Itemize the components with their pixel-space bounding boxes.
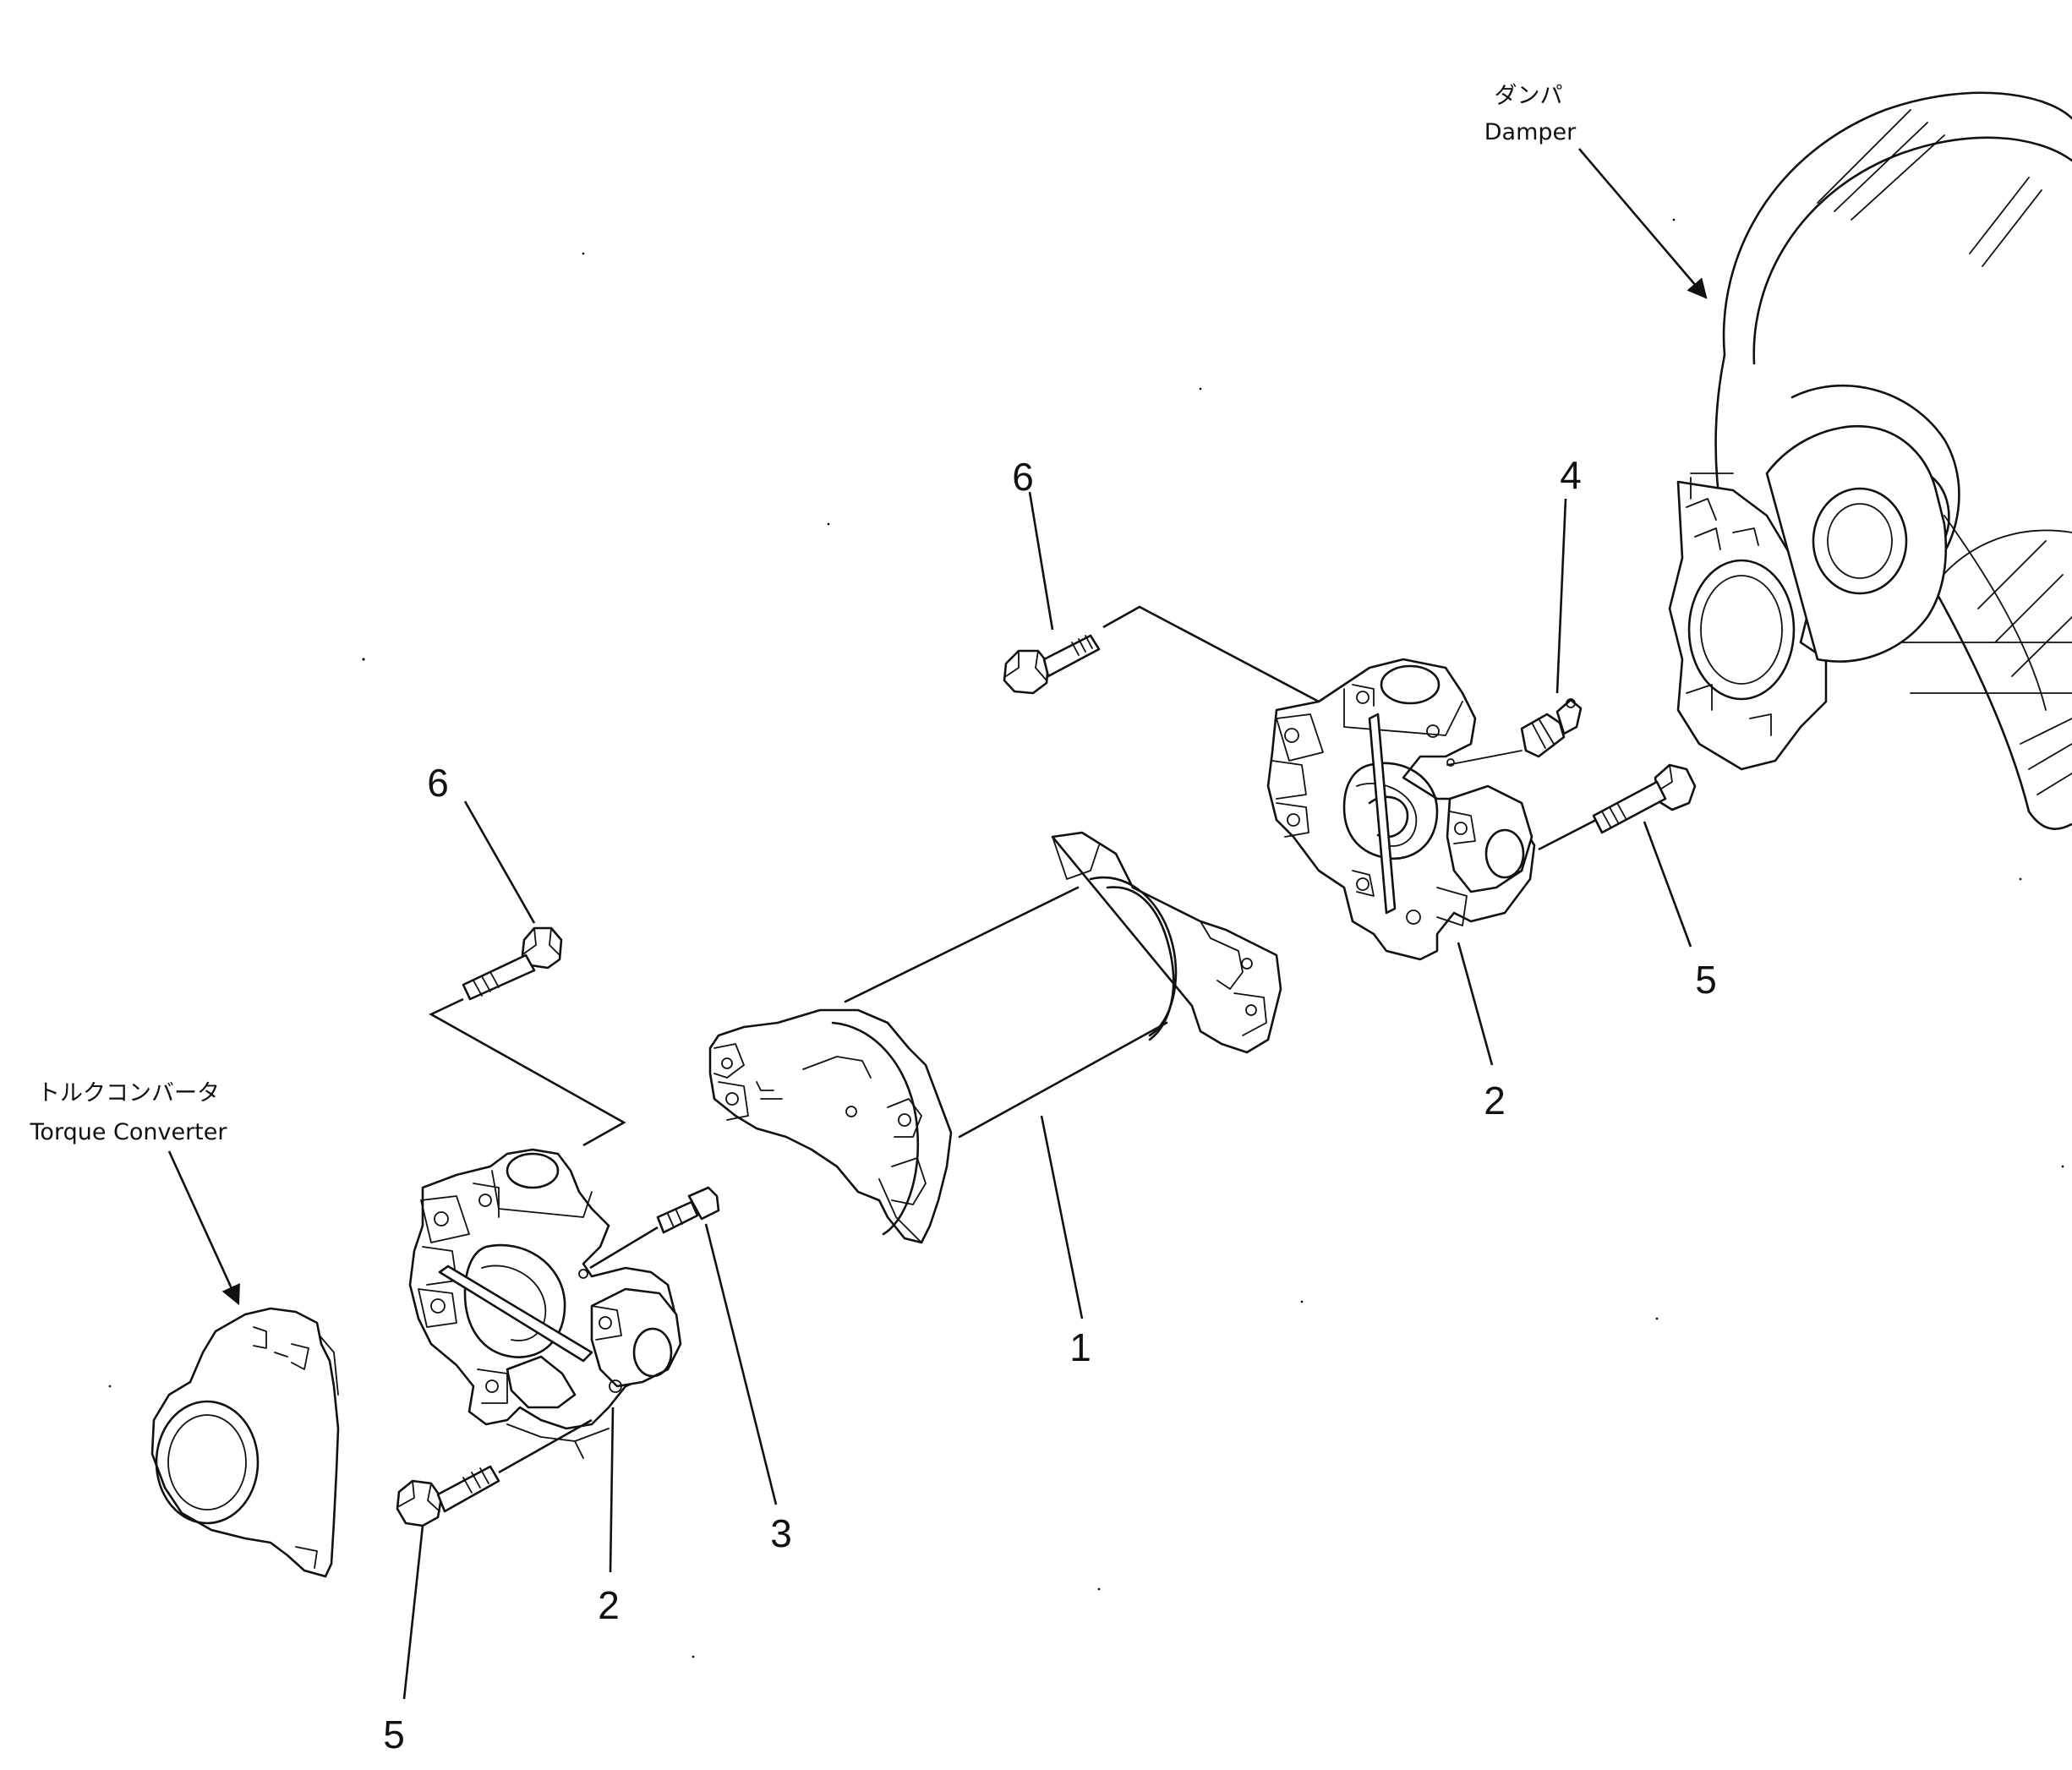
- damper-label-en: Damper: [1484, 119, 1577, 145]
- bolt-6-front-path: [429, 997, 626, 1147]
- callout-3: 3: [770, 1511, 792, 1555]
- callout-6-rear: 6: [1012, 455, 1034, 499]
- bolt-front-upper: [462, 926, 563, 1001]
- callout-4: 4: [1560, 453, 1582, 497]
- callout-leader-3: [704, 1223, 778, 1505]
- torque-converter-flange: [150, 1307, 340, 1578]
- torque-converter-label-jp: トルクコンバータ: [37, 1080, 220, 1106]
- drive-shaft: [708, 831, 1282, 1244]
- callout-5-rear: 5: [1695, 958, 1717, 1002]
- torque-converter-label-en: Torque Converter: [30, 1119, 228, 1145]
- callout-2-front: 2: [598, 1583, 620, 1627]
- callout-leader-2-front: [609, 1407, 615, 1573]
- fitting-3-alignment-line: [589, 1226, 659, 1270]
- callout-leader-5-rear: [1643, 821, 1692, 948]
- torque-converter-leader-arrow: [167, 1150, 240, 1306]
- bolt-front-lower: [396, 1465, 500, 1527]
- bolt-rear-lower: [1592, 763, 1697, 834]
- rear-universal-joint: [1266, 658, 1536, 961]
- callout-leader-2-rear: [1457, 942, 1494, 1066]
- damper-assembly: [1714, 91, 2072, 830]
- front-universal-joint: [408, 1148, 682, 1459]
- callout-2-rear: 2: [1484, 1079, 1506, 1123]
- callout-leader-6-rear: [1028, 491, 1054, 631]
- bolt-rear-upper: [1003, 634, 1101, 695]
- scan-speckles: [108, 218, 2064, 1658]
- callout-leader-1: [1040, 1115, 1084, 1319]
- fitting-4-alignment-line: [1446, 750, 1523, 766]
- damper-hub: [1765, 424, 1948, 663]
- bolt-5-front-path: [498, 1418, 593, 1474]
- bolt-5-rear-path: [1538, 818, 1597, 851]
- callout-leader-5-front: [402, 1525, 424, 1700]
- callout-1: 1: [1069, 1325, 1091, 1369]
- grease-fitting-rear: [1520, 698, 1583, 758]
- callout-leader-4: [1555, 498, 1567, 694]
- damper-label-jp: ダンパ: [1495, 83, 1563, 109]
- callout-6-front: 6: [427, 761, 449, 805]
- damper-flange-yoke: [1668, 473, 1828, 771]
- damper-leader-arrow: [1578, 148, 1708, 299]
- bolt-6-rear-path: [1102, 605, 1320, 703]
- grease-fitting-front: [656, 1186, 720, 1234]
- callout-leader-6-front: [463, 800, 536, 924]
- callout-5-front: 5: [383, 1713, 405, 1756]
